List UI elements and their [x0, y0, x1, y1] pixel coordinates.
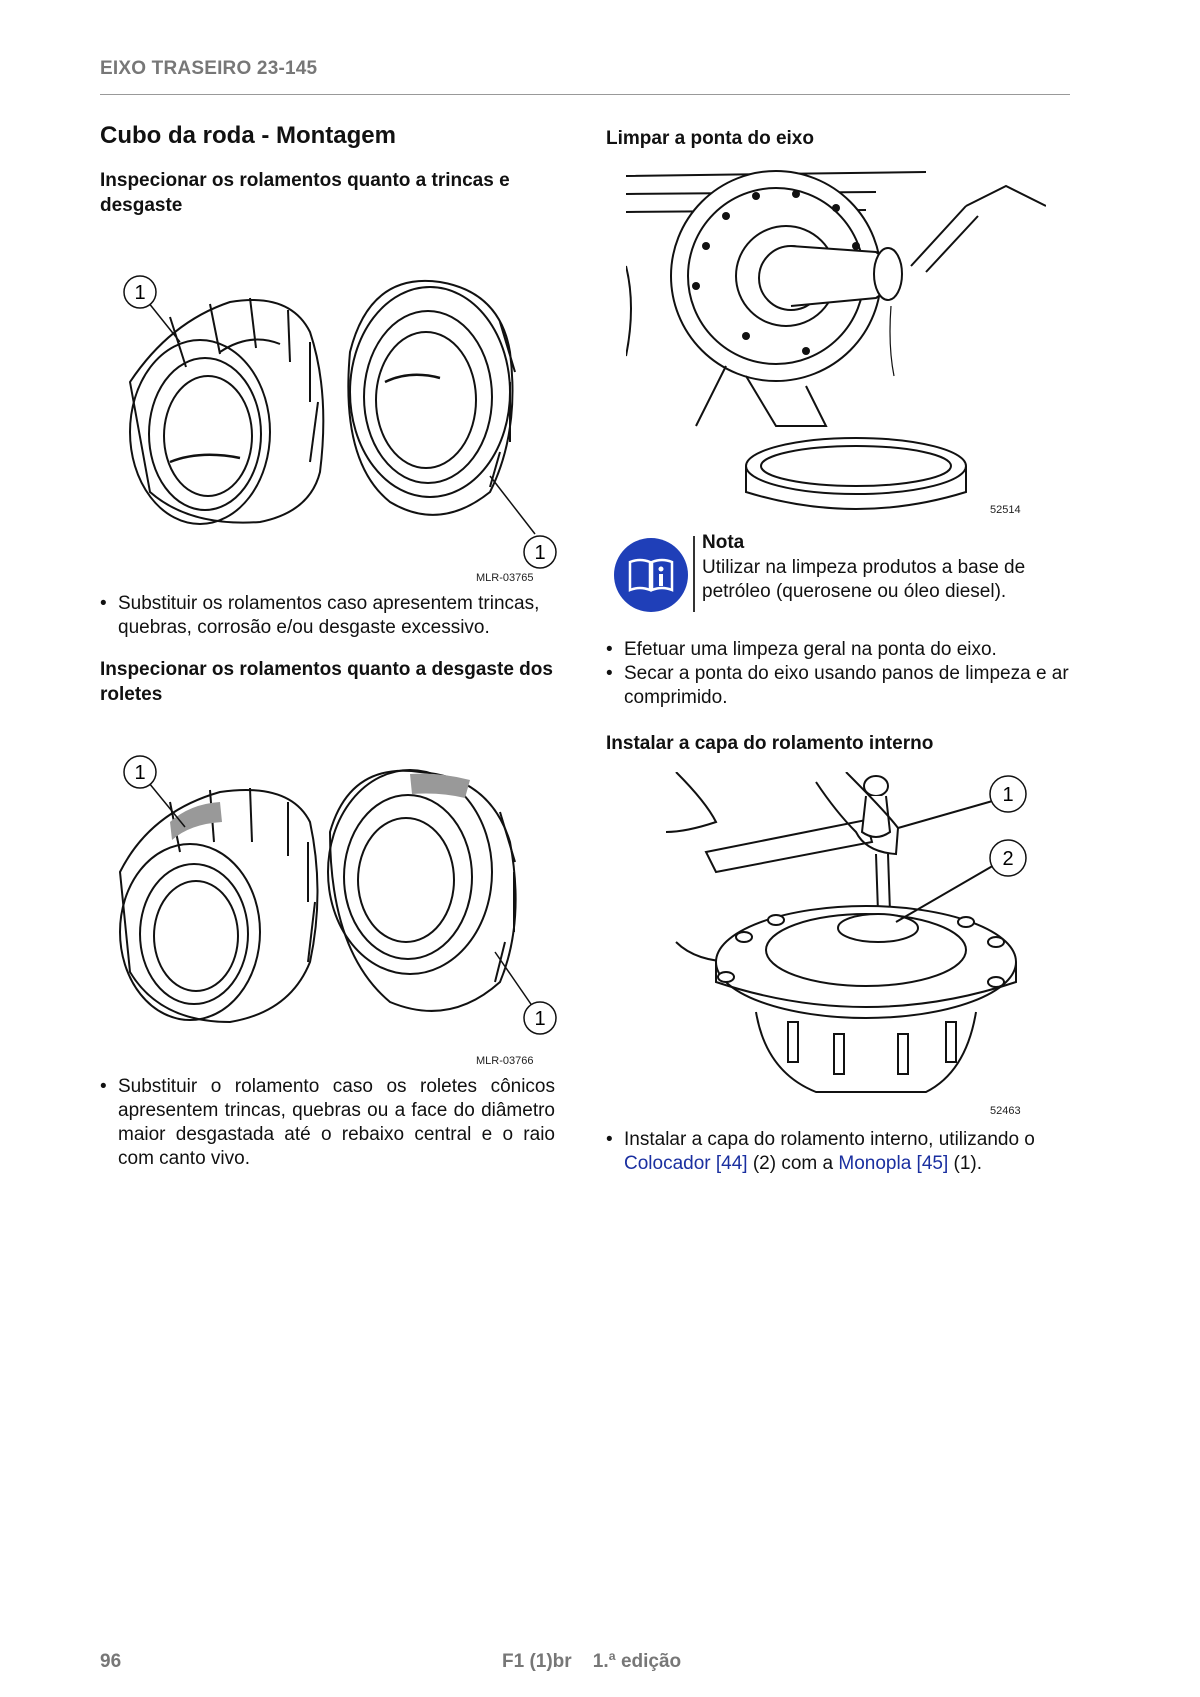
section-heading-clean-axle: Limpar a ponta do eixo: [606, 128, 814, 149]
callout-label: 2: [1002, 848, 1013, 870]
install-text-suffix: (1).: [953, 1153, 983, 1174]
figure-clean-axle-end: [626, 166, 1046, 512]
bullet-list-rollers: Substituir o rolamento caso os roletes c…: [100, 1075, 555, 1171]
callout-circle: [523, 535, 557, 569]
note-divider: [693, 536, 695, 612]
figure-bearings-rollers: 1 1: [110, 752, 570, 1042]
bullet-list-install: Instalar a capa do rolamento interno, ut…: [606, 1128, 1076, 1176]
list-item: Instalar a capa do rolamento interno, ut…: [606, 1128, 1076, 1176]
callout-label: 1: [534, 1008, 545, 1030]
note-title: Nota: [702, 532, 745, 553]
section-heading-rollers: Inspecionar os rolamentos quanto a desga…: [100, 659, 553, 705]
note-text: Utilizar na limpeza produtos a base de p…: [702, 557, 1026, 602]
callout-label: 1: [1002, 784, 1013, 806]
callout-label: 1: [134, 282, 145, 304]
install-text-mid: (2) com a: [752, 1153, 834, 1174]
callout-circle: [989, 775, 1027, 813]
install-text-prefix: Instalar a capa do rolamento interno, ut…: [624, 1129, 1035, 1150]
page-header-title: EIXO TRASEIRO 23-145: [100, 58, 318, 79]
bullet-list-cracks: Substituir os rolamentos caso apresentem…: [100, 592, 570, 640]
list-item: Efetuar uma limpeza geral na ponta do ei…: [606, 638, 1071, 662]
figure-install-bearing-cup: 1 2: [666, 772, 1046, 1120]
header-divider: [100, 94, 1070, 95]
figure-code: 52514: [990, 504, 1021, 516]
list-item: Substituir o rolamento caso os roletes c…: [100, 1075, 555, 1171]
figure-code: MLR-03765: [476, 572, 534, 584]
section-heading-install-cup: Instalar a capa do rolamento interno: [606, 733, 934, 754]
callout-circle: [123, 275, 157, 309]
callout-circle: [989, 839, 1027, 877]
colocador-link[interactable]: Colocador [44]: [624, 1153, 748, 1174]
note-box: Nota Utilizar na limpeza produtos a base…: [606, 532, 1076, 612]
bullet-list-clean: Efetuar uma limpeza geral na ponta do ei…: [606, 638, 1071, 710]
callout-circle: [123, 755, 157, 789]
page-title: Cubo da roda - Montagem: [100, 122, 396, 149]
callout-label: 1: [534, 542, 545, 564]
figure-code: MLR-03766: [476, 1055, 534, 1067]
callout-label: 1: [134, 762, 145, 784]
figure-bearings-cracks: 1 1: [110, 262, 570, 580]
info-book-icon: [614, 538, 688, 612]
page-number: 96: [100, 1651, 122, 1672]
callout-circle: [523, 1001, 557, 1035]
edition-label: F1 (1)br 1.ª edição: [502, 1651, 682, 1672]
section-heading-cracks: Inspecionar os rolamentos quanto a trinc…: [100, 170, 510, 216]
figure-code: 52463: [990, 1105, 1021, 1117]
list-item: Secar a ponta do eixo usando panos de li…: [606, 662, 1071, 710]
monopla-link[interactable]: Monopla [45]: [838, 1153, 949, 1174]
list-item: Substituir os rolamentos caso apresentem…: [100, 592, 570, 640]
